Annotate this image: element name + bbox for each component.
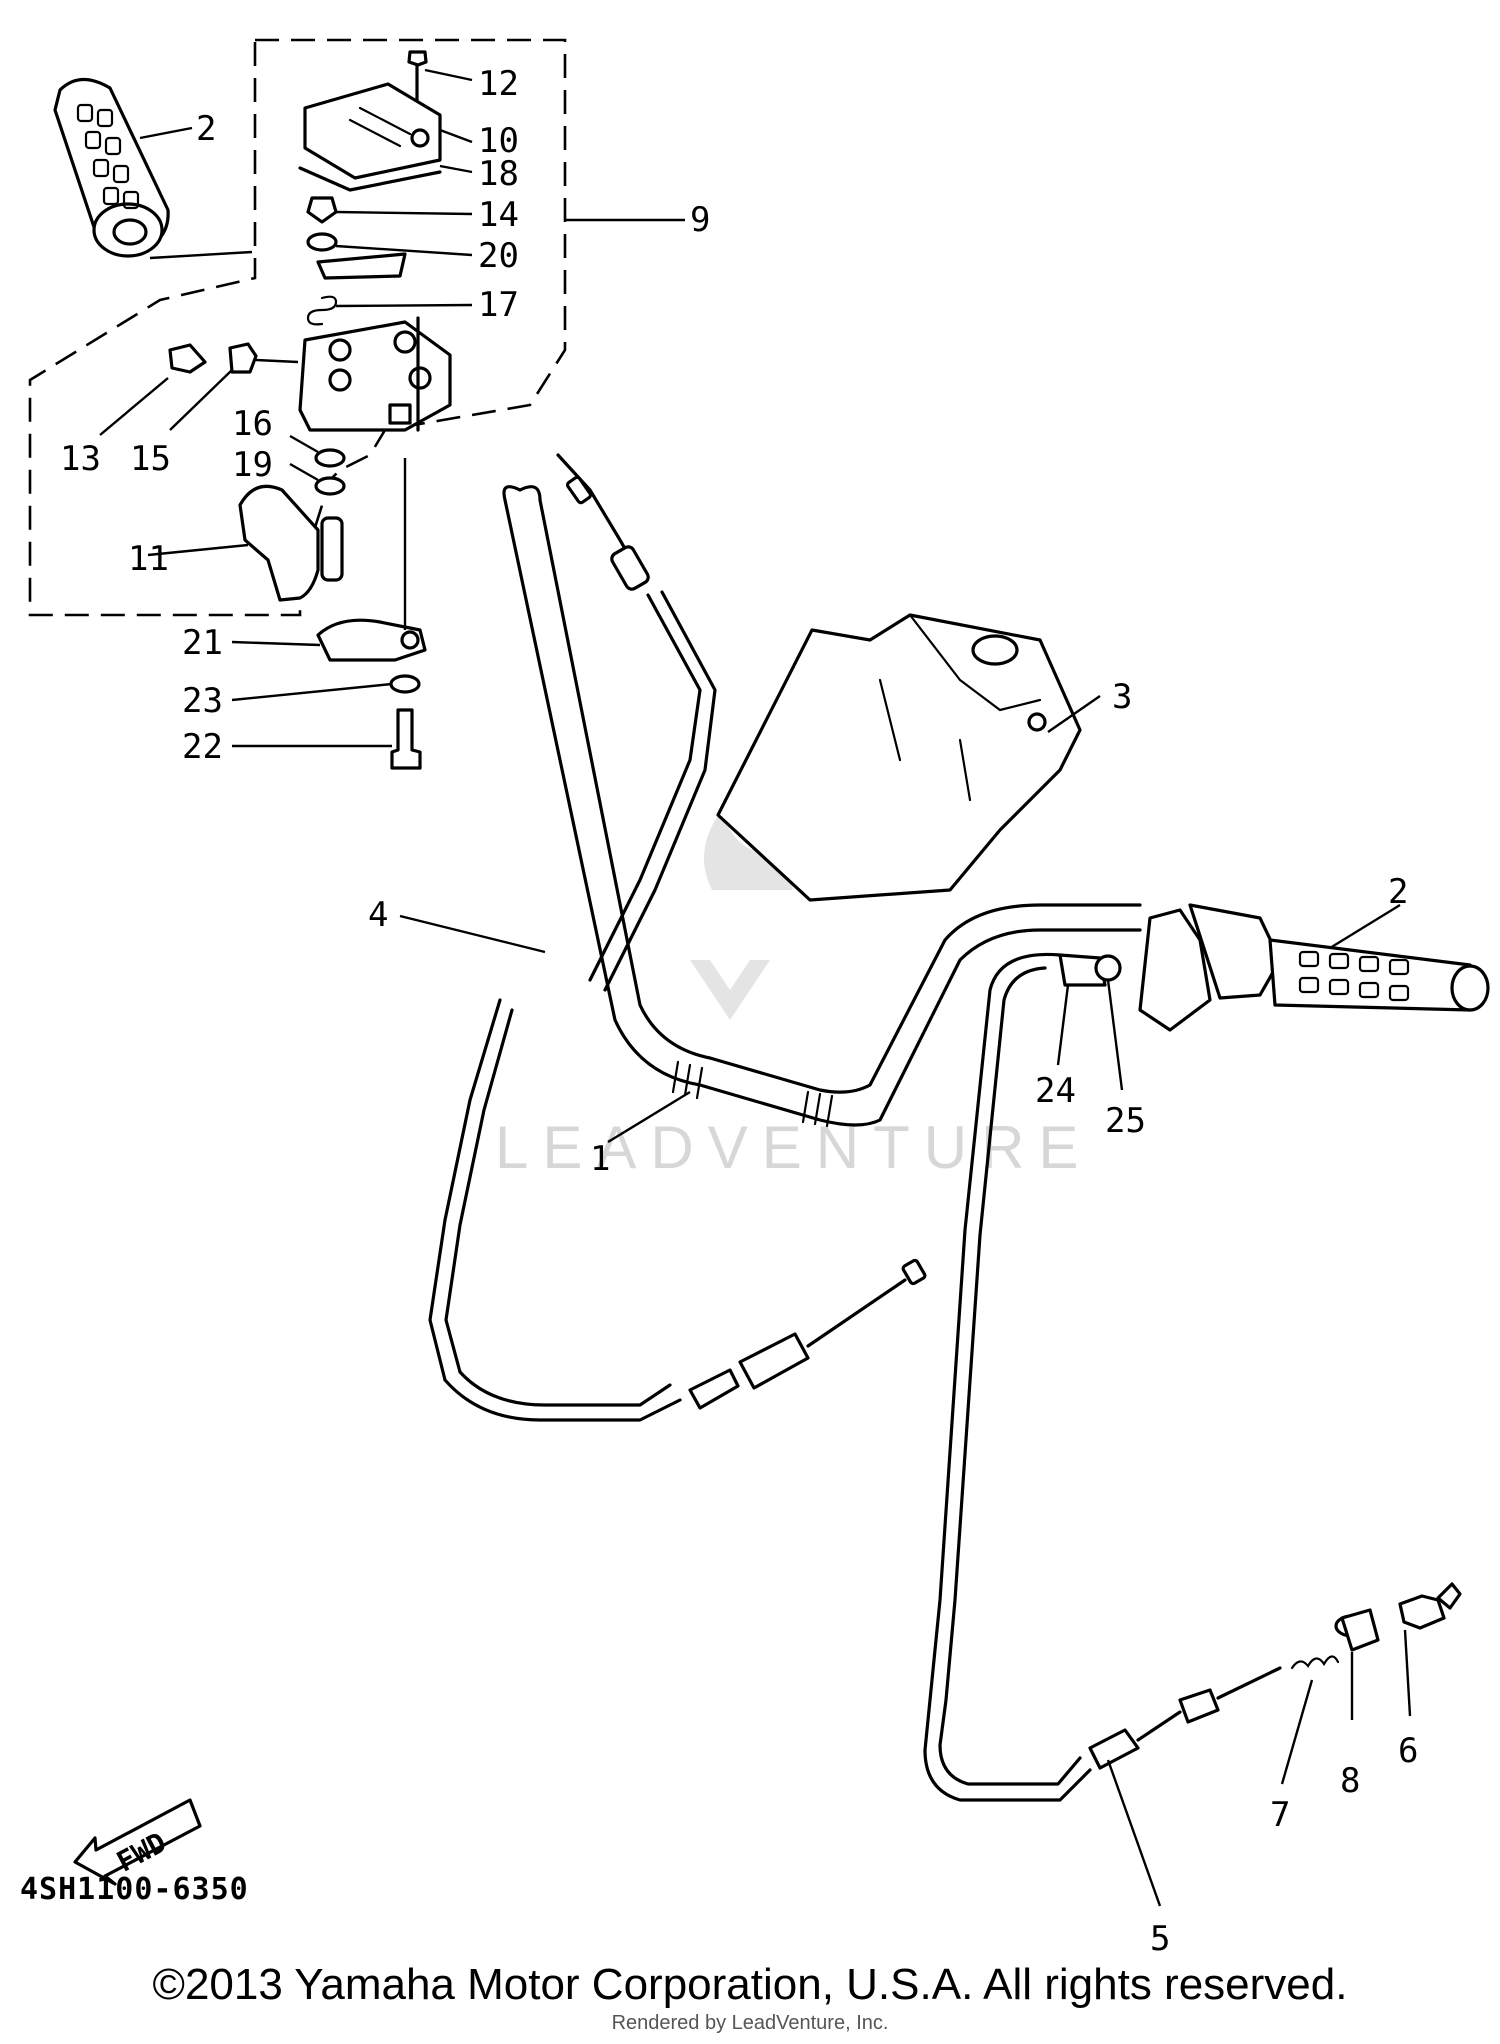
callout-22: 22 xyxy=(182,727,223,767)
leader-lines xyxy=(99,68,1412,1907)
callout-16: 16 xyxy=(232,404,273,444)
callout-11: 11 xyxy=(128,539,169,579)
callout-15: 15 xyxy=(130,439,171,479)
callout-5: 5 xyxy=(1150,1919,1170,1959)
callout-21: 21 xyxy=(182,623,223,663)
callout-2-right: 2 xyxy=(1388,872,1408,912)
copyright-notice: ©2013 Yamaha Motor Corporation, U.S.A. A… xyxy=(152,1960,1348,2009)
right-grip xyxy=(1058,903,1490,1032)
callout-12: 12 xyxy=(478,64,519,104)
watermark-text: LEADVENTURE xyxy=(495,1114,1092,1181)
callout-13: 13 xyxy=(60,439,101,479)
callout-8: 8 xyxy=(1340,1761,1360,1801)
callout-24: 24 xyxy=(1035,1071,1076,1111)
callout-17: 17 xyxy=(478,285,519,325)
rendered-by-notice: Rendered by LeadVenture, Inc. xyxy=(611,2012,889,2034)
callout-19: 19 xyxy=(232,445,273,485)
callout-14: 14 xyxy=(478,195,519,235)
handlebar xyxy=(502,485,1142,1128)
callout-6: 6 xyxy=(1398,1731,1418,1771)
brake-cable xyxy=(923,952,1462,1802)
callout-3: 3 xyxy=(1112,677,1132,717)
callout-25: 25 xyxy=(1105,1101,1146,1141)
callout-4: 4 xyxy=(368,895,388,935)
handlebar-cover xyxy=(716,613,1082,902)
callout-23: 23 xyxy=(182,681,223,721)
callout-20: 20 xyxy=(478,236,519,276)
left-grip xyxy=(53,77,170,258)
callout-numbers: 2 12 10 18 14 20 17 9 13 15 16 19 11 21 … xyxy=(60,64,1418,1959)
throttle-cable xyxy=(428,453,927,1422)
callout-18: 18 xyxy=(478,154,519,194)
callout-7: 7 xyxy=(1270,1795,1290,1835)
callout-10: 10 xyxy=(478,121,519,161)
callout-1: 1 xyxy=(590,1139,610,1179)
diagram-code: 4SH1100-6350 xyxy=(20,1872,249,1907)
switch-housing-parts xyxy=(168,50,452,770)
callout-2-left: 2 xyxy=(196,109,216,149)
callout-9: 9 xyxy=(690,200,710,240)
